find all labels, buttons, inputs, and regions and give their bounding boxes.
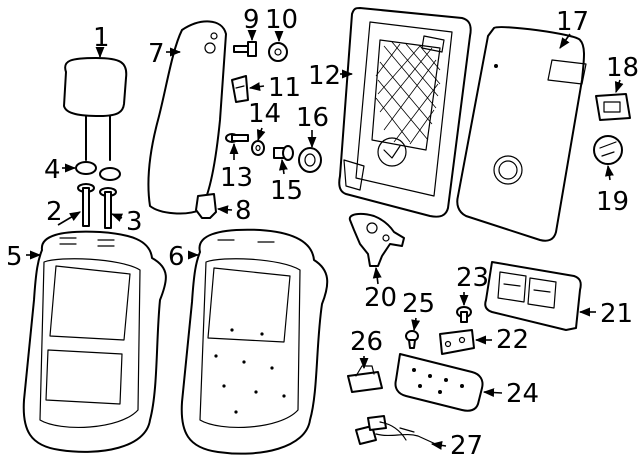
callout-26: 26 — [350, 327, 383, 357]
callout-1: 1 — [93, 23, 110, 53]
callout-18: 18 — [606, 53, 639, 83]
callout-4: 4 — [44, 155, 61, 185]
latch-mechanism-part — [348, 212, 405, 267]
headrest-guide-cap-part — [75, 161, 121, 181]
callout-20: 20 — [364, 283, 397, 313]
pin-part — [225, 133, 249, 143]
release-knob-part — [593, 135, 623, 165]
fastener-part — [456, 306, 472, 323]
callout-19: 19 — [596, 187, 629, 217]
grommet-part — [298, 147, 322, 173]
headrest-part — [63, 57, 128, 161]
side-bolster-panel-part — [147, 20, 227, 215]
callout-25: 25 — [402, 289, 435, 319]
leader-lines — [26, 29, 624, 450]
bolt-part — [77, 183, 117, 229]
bracket-part — [231, 75, 249, 103]
callout-17: 17 — [556, 7, 589, 37]
callout-21: 21 — [600, 299, 633, 329]
small-washer-part — [251, 140, 265, 156]
seatback-frame-with-mesh-part — [338, 7, 472, 218]
callout-10: 10 — [265, 5, 298, 35]
washer-part — [268, 42, 288, 62]
callout-24: 24 — [506, 379, 539, 409]
wire-harness-part — [355, 415, 441, 447]
callout-6: 6 — [168, 242, 185, 272]
hinge-bracket-part — [439, 329, 475, 355]
callout-23: 23 — [456, 263, 489, 293]
callout-3: 3 — [126, 207, 143, 237]
push-pin-part — [405, 330, 419, 349]
callout-16: 16 — [296, 103, 329, 133]
bushing-part — [273, 145, 294, 161]
seatback-panel-part — [456, 26, 587, 242]
mounting-plate-part — [394, 353, 484, 412]
callout-27: 27 — [450, 431, 483, 461]
seat-back-cushion-part — [22, 230, 167, 453]
latch-cover-part — [595, 93, 631, 121]
callout-14: 14 — [248, 99, 281, 129]
clip-bracket-part — [347, 365, 383, 393]
callout-11: 11 — [268, 73, 301, 103]
callout-8: 8 — [235, 196, 252, 226]
callout-22: 22 — [496, 325, 529, 355]
callout-9: 9 — [243, 5, 260, 35]
callout-12: 12 — [308, 61, 341, 91]
callout-15: 15 — [270, 176, 303, 206]
seat-back-frame-part — [180, 228, 329, 455]
callout-labels: 1 2 3 4 5 6 7 8 9 10 11 12 13 14 15 16 1… — [6, 5, 639, 461]
screw-part — [233, 41, 257, 57]
callout-5: 5 — [6, 242, 23, 272]
callout-7: 7 — [148, 39, 165, 69]
clip-part — [195, 193, 217, 219]
callout-2: 2 — [46, 197, 63, 227]
callout-13: 13 — [220, 163, 253, 193]
trim-bezel-part — [484, 261, 582, 331]
